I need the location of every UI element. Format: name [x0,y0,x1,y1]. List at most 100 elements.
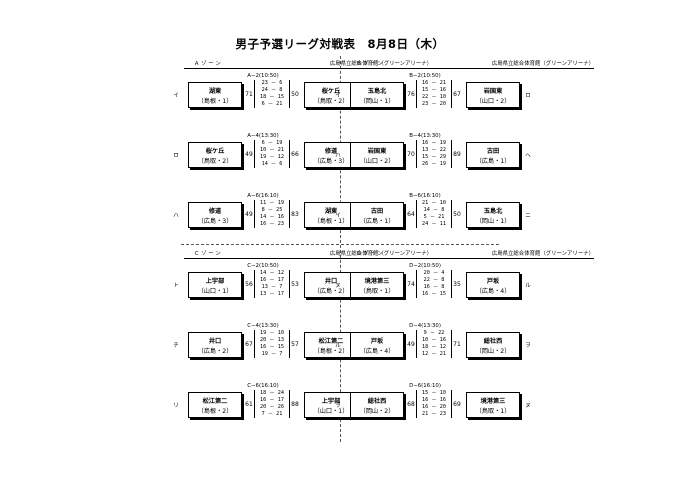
team-name: 桜ケ丘 [205,148,225,155]
left-team-box: 岩国東（山口・2） [350,142,404,168]
left-total-score: 64 [407,211,415,218]
left-total-score: 74 [407,281,415,288]
right-total-score: 83 [291,211,299,218]
period-score: 20 － 4 [423,270,445,276]
zone-header: Ｂ ゾ ー ン 広島県立総合体育館（グリーンアリーナ） [346,59,594,67]
team-name: 境港第三 [364,278,390,285]
match-time: B−4(13:30) [409,133,441,139]
team-prefecture: （山口・2） [359,158,395,165]
right-total-score: 53 [291,281,299,288]
team-name: 上宇部 [205,278,225,285]
zone-d: Ｄ ゾ ー ン 広島県立総合体育館（グリーンアリーナ） D−2(10:50)ヌ境… [335,249,594,441]
match-time: A−6(16:10) [247,193,279,199]
left-total-score: 56 [245,281,253,288]
team-name: 上宇部 [321,398,341,405]
team-name: 岩国東 [483,88,503,95]
right-team-box: 古田（広島・1） [466,142,520,168]
left-team-box: 桜ケ丘（鳥取・2） [188,142,242,168]
page-title: 男子予選リーグ対戦表 8月8日（木） [235,37,445,51]
right-total-score: 89 [453,151,461,158]
right-team-box: 上宇部（山口・1） [304,392,358,418]
zone-header-rule [346,68,594,69]
period-score: 10 － 21 [260,147,284,153]
period-score: 19 － 10 [260,330,284,336]
period-score: 16 － 8 [423,284,445,290]
zone-venue: 広島県立総合体育館（グリーンアリーナ） [329,251,432,257]
left-team-box: 修道（広島・3） [188,202,242,228]
period-score: 26 － 19 [422,161,446,167]
period-score: 16 － 23 [260,221,284,227]
left-team-box: 上宇部 （山口・1） [188,272,242,298]
period-score: 15 － 29 [422,154,446,160]
period-score: 15 － 16 [422,87,446,93]
zone-label: Ｃ ゾ ー ン [194,251,221,257]
left-total-score: 61 [245,401,253,408]
right-total-score: 50 [291,91,299,98]
left-position-mark: ロ [173,153,179,159]
right-team-box: 松江第二 （島根・2） [304,332,358,358]
zone-venue: 広島県立総合体育館（グリーンアリーナ） [491,61,594,67]
team-prefecture: （広島・2） [197,348,233,355]
period-score: 6 － 19 [261,140,283,146]
right-total-score: 69 [453,401,461,408]
right-total-score: 88 [291,401,299,408]
zone-b: Ｂ ゾ ー ン 広島県立総合体育館（グリーンアリーナ） B−2(10:50)イ玉… [335,59,594,251]
right-team-box: 戸坂（広島・4） [466,272,520,298]
team-name: 井口 [324,278,338,285]
match-time: A−2(10:50) [247,73,279,79]
match-time: C−2(10:50) [247,263,279,269]
match-time: A−4(13:30) [247,133,279,139]
team-name: 桜ケ丘 [321,88,341,95]
team-prefecture: （島根・2） [313,348,349,355]
team-prefecture: （広島・4） [359,348,395,355]
right-team-box: 玉島北（岡山・1） [466,202,520,228]
period-score: 13 － 7 [261,284,283,290]
zone-c: Ｃ ゾ ー ン 広島県立総合体育館（グリーンアリーナ） C−2(10:50)ト上… [173,249,432,441]
zone-header-rule [346,258,594,259]
team-name: 総社西 [483,338,503,345]
team-prefecture: （広島・1） [359,218,395,225]
period-score: 18 － 24 [260,390,284,396]
team-name: 井口 [208,338,222,345]
left-position-mark: リ [173,403,179,409]
match-time: B−6(16:10) [409,193,441,199]
right-team-box: 総社西 （岡山・2） [466,332,520,358]
period-score: 21 － 10 [422,200,446,206]
left-total-score: 49 [245,211,253,218]
left-position-mark: ト [173,283,179,289]
period-score: 11 － 19 [260,200,284,206]
left-position-mark: ハ [335,153,341,159]
period-score: 12 － 21 [422,351,446,357]
match-time: D−6(16:10) [409,383,441,389]
team-prefecture: （岡山・2） [475,348,511,355]
left-total-score: 67 [245,341,253,348]
zone-a: Ａ ゾ ー ン 広島県立総合体育館（グリーンアリーナ） A−2(10:50)イ湖… [173,59,432,251]
team-prefecture: （山口・1） [197,288,233,295]
team-name: 古田 [486,148,500,155]
team-name: 松江第二 [318,338,344,345]
left-total-score: 70 [407,151,415,158]
right-total-score: 67 [453,91,461,98]
left-total-score: 49 [407,341,415,348]
right-position-mark: ヌ [525,403,531,409]
period-score: 18 － 12 [422,344,446,350]
left-position-mark: イ [173,93,179,99]
left-total-score: 68 [407,401,415,408]
left-position-mark: イ [335,213,341,219]
team-prefecture: （広島・2） [313,288,349,295]
left-team-box: 井口 （広島・2） [188,332,242,358]
period-score: 16 － 20 [422,404,446,410]
right-total-score: 71 [453,341,461,348]
zone-divider-vertical [340,56,341,442]
